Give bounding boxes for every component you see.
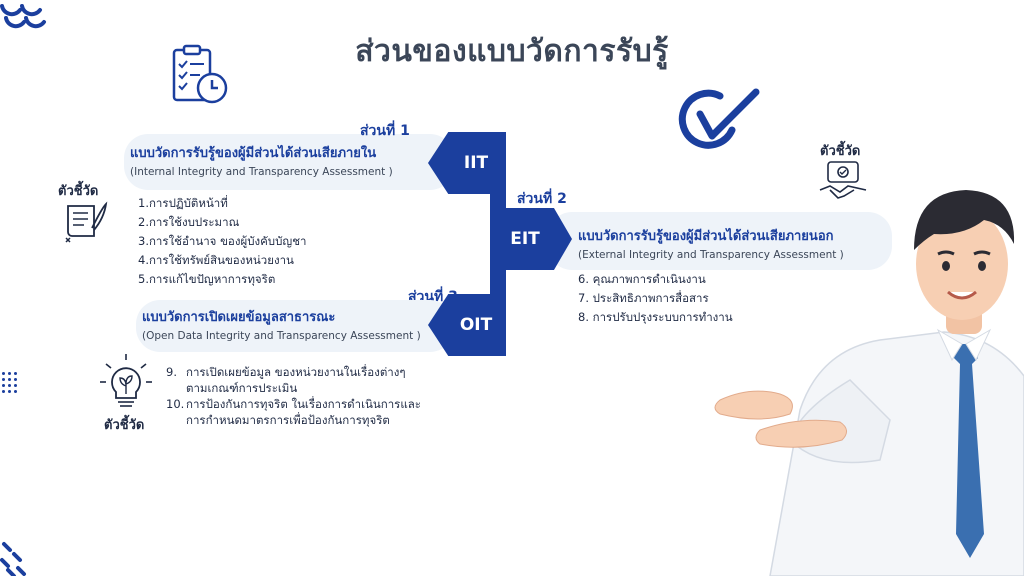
eit-item-list: 6. คุณภาพการดำเนินงาน 7. ประสิทธิภาพการส… — [578, 270, 733, 327]
checkmark-swoosh-icon — [678, 88, 760, 149]
iit-part-label: ส่วนที่ 1 — [360, 123, 410, 139]
iit-panel: แบบวัดการรับรู้ของผู้มีส่วนได้ส่วนเสียภา… — [124, 134, 454, 190]
list-item: 2.การใช้งบประมาณ — [138, 215, 240, 229]
list-item: 8. การปรับปรุงระบบการทำงาน — [578, 310, 733, 324]
iit-title: แบบวัดการรับรู้ของผู้มีส่วนได้ส่วนเสียภา… — [130, 146, 377, 161]
eit-indicator-label: ตัวชี้วัด — [820, 144, 861, 159]
eit-part-label: ส่วนที่ 2 — [517, 191, 567, 207]
oit-indicator-label: ตัวชี้วัด — [104, 418, 145, 433]
list-item: 10. การป้องกันการทุจริต ในเรื่องการดำเนิ… — [166, 396, 466, 428]
eit-title: แบบวัดการรับรู้ของผู้มีส่วนได้ส่วนเสียภา… — [578, 229, 834, 244]
handshake-icon — [819, 161, 867, 199]
iit-indicator-label: ตัวชี้วัด — [58, 184, 99, 199]
corner-dash-decoration-icon — [0, 542, 26, 576]
item-number: 10. — [166, 397, 185, 411]
list-item: 9. การเปิดเผยข้อมูล ของหน่วยงานในเรื่องต… — [166, 364, 466, 396]
eit-subtitle: (External Integrity and Transparency Ass… — [578, 249, 844, 261]
item-number: 9. — [166, 365, 177, 379]
list-item: 1.การปฏิบัติหน้าที่ — [138, 196, 228, 210]
item-text: การป้องกันการทุจริต ในเรื่องการดำเนินการ… — [186, 397, 421, 411]
item-text: ตามเกณฑ์การประเมิน — [186, 381, 298, 395]
iit-subtitle: (Internal Integrity and Transparency Ass… — [130, 166, 393, 178]
businessman-illustration — [714, 190, 1024, 576]
oit-title: แบบวัดการเปิดเผยข้อมูลสาธารณะ — [142, 310, 336, 325]
page-title: ส่วนของแบบวัดการรับรู้ — [355, 34, 669, 69]
list-item: 5.การแก้ไขปัญหาการทุจริต — [138, 272, 276, 286]
lightbulb-plant-icon — [100, 354, 152, 407]
list-item: 3.การใช้อำนาจ ของผู้บังคับบัญชา — [138, 234, 307, 248]
list-item: 6. คุณภาพการดำเนินงาน — [578, 272, 706, 286]
scroll-feather-icon — [65, 201, 108, 243]
item-text: การเปิดเผยข้อมูล ของหน่วยงานในเรื่องต่าง… — [186, 365, 406, 379]
eit-tag: EIT — [490, 208, 572, 270]
oit-subtitle: (Open Data Integrity and Transparency As… — [142, 330, 421, 342]
dot-pattern-left — [2, 372, 22, 402]
iit-item-list: 1.การปฏิบัติหน้าที่ 2.การใช้งบประมาณ 3.ก… — [138, 194, 306, 289]
oit-item-list: 9. การเปิดเผยข้อมูล ของหน่วยงานในเรื่องต… — [166, 364, 466, 428]
list-item: 4.การใช้ทรัพย์สินของหน่วยงาน — [138, 253, 294, 267]
item-text: การกำหนดมาตรการเพื่อป้องกันการทุจริต — [186, 413, 390, 427]
corner-decoration-icon — [0, 4, 46, 29]
checklist-clock-icon — [172, 44, 228, 104]
eit-panel: แบบวัดการรับรู้ของผู้มีส่วนได้ส่วนเสียภา… — [548, 212, 892, 270]
oit-panel: แบบวัดการเปิดเผยข้อมูลสาธารณะ (Open Data… — [136, 300, 454, 352]
list-item: 7. ประสิทธิภาพการสื่อสาร — [578, 291, 709, 305]
